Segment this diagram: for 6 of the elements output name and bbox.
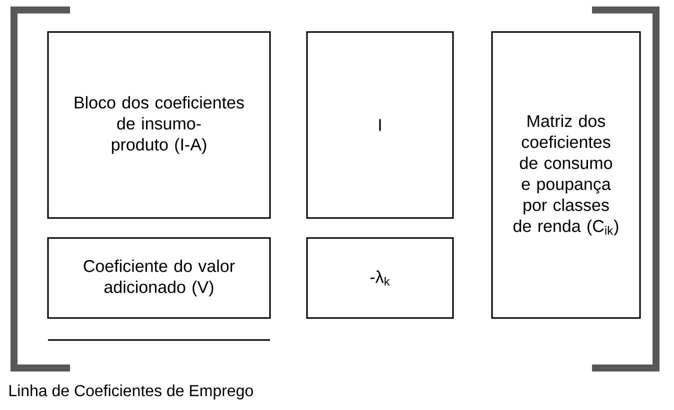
row-label: Linha de Coeficientes de Emprego [10,384,253,400]
matrix-block: I [306,31,454,219]
matrix-block: Bloco dos coeficientes de insumo-produto (I-A) [47,31,271,219]
matrix-block: Matriz dos coeficientes de consumo e poupança por classes de renda (C$_{ik}$) [491,31,641,319]
matrix-block: -λ$_{k}$ [306,237,454,319]
matrix-block: Coeficiente do valor adicionado (V) [47,237,271,319]
